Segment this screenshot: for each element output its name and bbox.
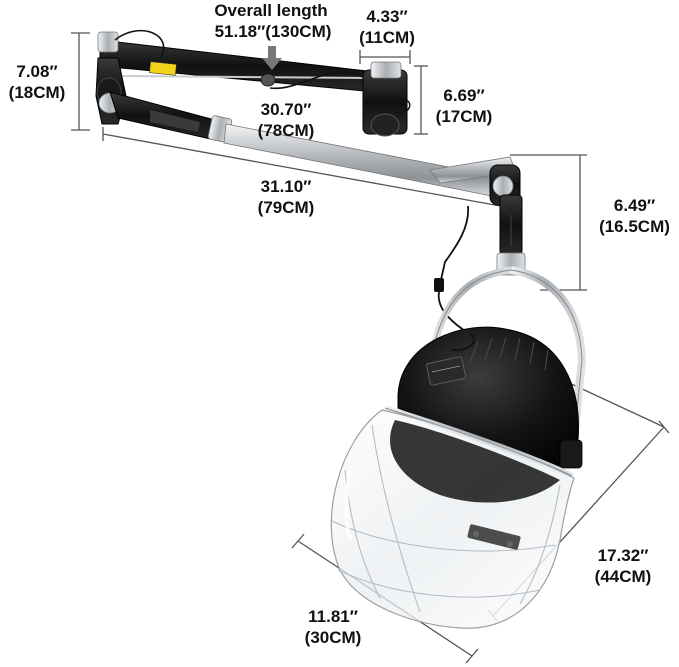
drop-length-inches: 6.49″: [613, 196, 656, 215]
hood-width-inches: 11.81″: [308, 607, 358, 626]
overall-length-title: Overall length: [214, 1, 328, 20]
arm-height-inches: 7.08″: [16, 62, 58, 81]
mount-width-inches: 4.33″: [366, 7, 408, 26]
upper-arm-cm: (78CM): [257, 121, 315, 140]
hood-assembly: [329, 266, 587, 629]
upper-arm-inches: 30.70″: [260, 100, 312, 119]
lower-arm-cm: (79CM): [257, 198, 315, 217]
lower-arm-inches: 31.10″: [260, 177, 312, 196]
warning-label: [149, 61, 177, 76]
mount-width-cm: (11CM): [359, 28, 415, 47]
overall-length-value: 51.18″(130CM): [214, 22, 332, 41]
arm-height-cm: (18CM): [8, 83, 66, 102]
mount-height-cm: (17CM): [435, 107, 493, 126]
mount-height-inches: 6.69″: [443, 86, 485, 105]
arrow-down-icon: [262, 46, 282, 70]
hood-height-inches: 17.32″: [597, 546, 649, 565]
hood-width-cm: (30CM): [304, 628, 362, 647]
drop-length-cm: (16.5CM): [599, 217, 670, 236]
hood-height-cm: (44CM): [594, 567, 652, 586]
arm-assembly: [95, 29, 526, 335]
